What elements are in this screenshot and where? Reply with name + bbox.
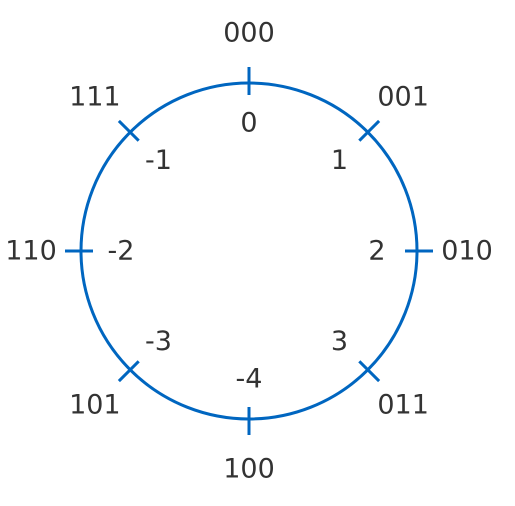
bit-pattern-label: 101	[69, 390, 121, 421]
tick-mark-011	[358, 360, 381, 383]
decimal-value-label: 1	[331, 145, 348, 176]
decimal-value-label: 3	[331, 326, 348, 357]
tick-mark-101	[117, 360, 140, 383]
decimal-value-label: -2	[108, 236, 135, 267]
bit-pattern-label: 100	[223, 454, 275, 485]
decimal-value-label: -3	[145, 326, 172, 357]
bit-pattern-label: 111	[69, 81, 121, 112]
tick-mark-111	[117, 119, 140, 142]
bit-pattern-label: 011	[377, 390, 429, 421]
bit-pattern-label: 000	[223, 18, 275, 49]
tick-mark-001	[358, 119, 381, 142]
bit-pattern-label: 110	[5, 236, 57, 267]
bit-pattern-label: 001	[377, 81, 429, 112]
decimal-value-label: 2	[368, 236, 385, 267]
bit-pattern-label: 010	[441, 236, 493, 267]
decimal-value-label: -4	[236, 364, 263, 395]
decimal-value-label: 0	[240, 108, 257, 139]
decimal-value-label: -1	[145, 145, 172, 176]
